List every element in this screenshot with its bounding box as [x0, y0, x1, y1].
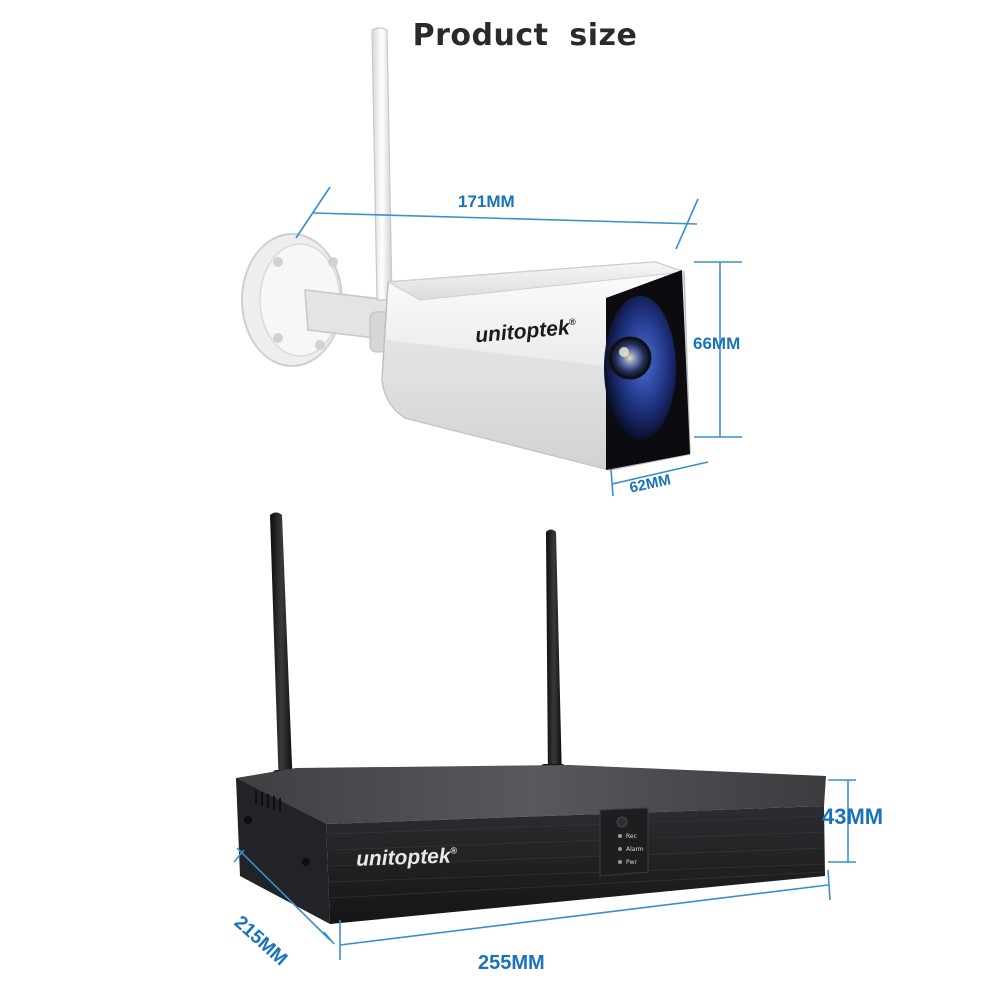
nvr-height-label: 43MM — [822, 804, 884, 829]
camera-length-label: 171MM — [458, 192, 515, 211]
nvr-antenna-right — [541, 529, 565, 788]
nvr-dimension-lines — [233, 779, 856, 960]
indicator-pwr: Pwr — [626, 859, 638, 866]
camera-mount — [241, 233, 399, 367]
indicator-alarm: Alarm — [626, 846, 644, 853]
bullet-camera: unitoptek® — [381, 261, 691, 471]
camera-antenna — [371, 27, 393, 301]
svg-text:unitoptek®: unitoptek® — [356, 844, 458, 871]
camera-dimension-lines — [295, 186, 742, 497]
camera-height-label: 66MM — [693, 334, 741, 353]
page-title: Product size — [412, 18, 638, 53]
nvr-width-label: 255MM — [478, 952, 545, 974]
nvr-registered-mark: ® — [450, 845, 457, 855]
nvr-antenna-left — [270, 512, 297, 796]
camera-registered-mark: ® — [569, 317, 577, 328]
nvr-brand-logo: unitoptek — [356, 845, 453, 871]
nvr-recorder: Rec Alarm Pwr unitoptek® — [236, 765, 826, 924]
nvr-indicator-panel: Rec Alarm Pwr — [599, 807, 649, 877]
indicator-rec: Rec — [626, 833, 637, 840]
camera-lens — [608, 336, 652, 380]
